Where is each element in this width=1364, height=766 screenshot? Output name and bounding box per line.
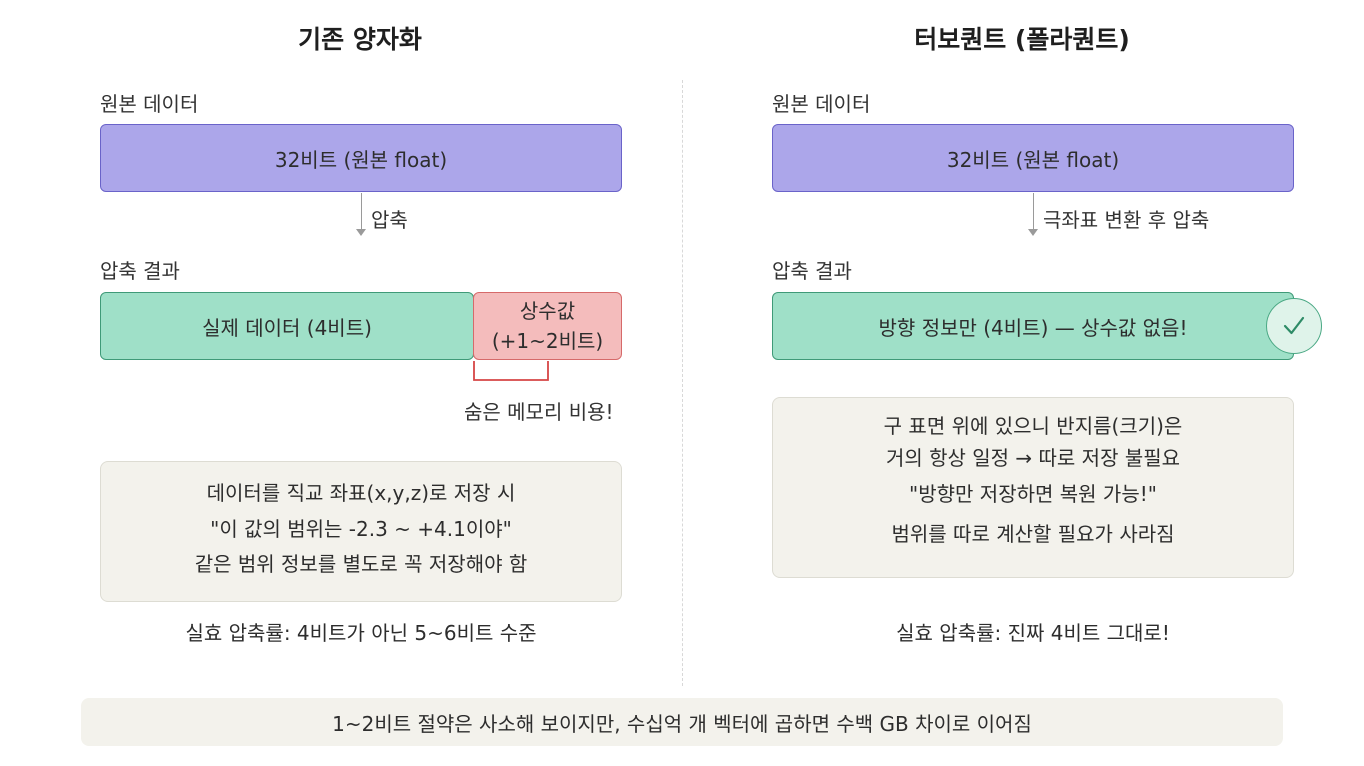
right-note: 구 표면 위에 있으니 반지름(크기)은 거의 항상 일정 → 따로 저장 불필… [772,397,1294,578]
checkmark-glyph-icon [1283,316,1305,335]
left-title: 기존 양자화 [298,25,422,54]
right-title: 터보퀀트 (폴라퀀트) [914,25,1130,54]
left-summary: 실효 압축률: 4비트가 아닌 5~6비트 수준 [185,621,537,645]
right-arrow-shaft [1033,193,1034,229]
left-original-label: 원본 데이터 [100,92,199,116]
left-result-label: 압축 결과 [100,259,180,283]
right-note-line: 구 표면 위에 있으니 반지름(크기)은 [883,414,1183,438]
right-original-box-text: 32비트 (원본 float) [946,147,1120,172]
left-original-box: 32비트 (원본 float) [100,124,622,192]
left-note: 데이터를 직교 좌표(x,y,z)로 저장 시 "이 값의 범위는 -2.3 ~… [100,461,622,602]
constant-box: 상수값 (+1~2비트) [473,292,622,360]
left-note-line: 같은 범위 정보를 별도로 꼭 저장해야 함 [194,552,528,576]
footer-text: 1~2비트 절약은 사소해 보이지만, 수십억 개 벡터에 곱하면 수백 GB … [332,711,1032,736]
right-result-box: 방향 정보만 (4비트) — 상수값 없음! [772,292,1294,360]
left-note-line: 데이터를 직교 좌표(x,y,z)로 저장 시 [206,481,516,505]
footer-banner: 1~2비트 절약은 사소해 보이지만, 수십억 개 벡터에 곱하면 수백 GB … [81,698,1283,746]
hidden-cost-bracket [473,361,549,381]
left-arrow-head [356,229,366,236]
right-arrow-head [1028,229,1038,236]
left-arrow-label: 압축 [371,208,408,232]
constant-box-line2: (+1~2비트) [491,329,604,353]
right-note-line: 거의 항상 일정 → 따로 저장 불필요 [885,446,1181,470]
left-arrow-shaft [361,193,362,229]
constant-box-line1: 상수값 [519,299,576,323]
right-arrow-label: 극좌표 변환 후 압축 [1043,208,1210,232]
left-original-box-text: 32비트 (원본 float) [274,147,448,172]
right-original-box: 32비트 (원본 float) [772,124,1294,192]
left-note-line: "이 값의 범위는 -2.3 ~ +4.1이야" [210,517,512,541]
hidden-cost-label: 숨은 메모리 비용! [464,400,614,424]
right-result-label: 압축 결과 [772,259,852,283]
right-original-label: 원본 데이터 [772,92,871,116]
left-data-box: 실제 데이터 (4비트) [100,292,474,360]
check-icon [1266,298,1322,354]
right-summary: 실효 압축률: 진짜 4비트 그대로! [896,621,1170,645]
right-note-line: 범위를 따로 계산할 필요가 사라짐 [891,522,1175,546]
column-divider [682,80,683,686]
right-result-box-text: 방향 정보만 (4비트) — 상수값 없음! [878,315,1188,340]
right-note-line: "방향만 저장하면 복원 가능!" [909,482,1157,506]
left-data-box-text: 실제 데이터 (4비트) [202,315,372,340]
